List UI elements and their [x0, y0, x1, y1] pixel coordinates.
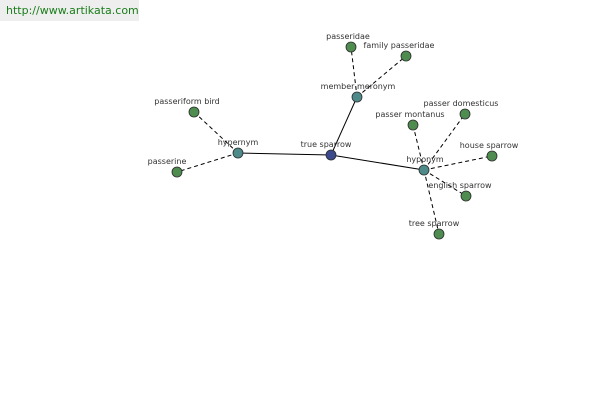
node-label-house-sparrow: house sparrow: [460, 141, 519, 150]
node-label-english-sparrow: english sparrow: [428, 181, 492, 190]
edge-true-sparrow-to-member-meronym: [330, 96, 358, 156]
edge-true-sparrow-to-hypernym: [237, 152, 332, 156]
node-passeriform-bird[interactable]: passeriform bird: [154, 97, 220, 118]
source-link[interactable]: http://www.artikata.com: [0, 0, 139, 21]
edge-hyponym-to-tree-sparrow: [423, 169, 440, 235]
node-label-passer-domesticus: passer domesticus: [424, 99, 499, 108]
node-tree-sparrow[interactable]: tree sparrow: [409, 219, 460, 240]
node-passer-montanus[interactable]: passer montanus: [375, 110, 445, 131]
node-hyponym[interactable]: hyponym: [406, 155, 444, 176]
node-circle-passer-domesticus[interactable]: [459, 108, 471, 120]
node-circle-family-passeridae[interactable]: [400, 50, 412, 62]
node-label-hyponym: hyponym: [406, 155, 444, 164]
node-label-passeridae: passeridae: [326, 32, 370, 41]
node-passerine[interactable]: passerine: [148, 157, 187, 178]
nodes-layer: true sparrow hypernym member meronym hypony…: [148, 32, 519, 240]
node-member-meronym[interactable]: member meronym: [321, 82, 396, 103]
node-label-passer-montanus: passer montanus: [375, 110, 444, 119]
node-circle-passer-montanus[interactable]: [407, 119, 419, 131]
node-label-true-sparrow: true sparrow: [301, 140, 352, 149]
edge-true-sparrow-to-hyponym: [330, 154, 425, 171]
node-circle-tree-sparrow[interactable]: [433, 228, 445, 240]
node-circle-true-sparrow[interactable]: [325, 149, 337, 161]
node-circle-passeriform-bird[interactable]: [188, 106, 200, 118]
node-circle-member-meronym[interactable]: [351, 91, 363, 103]
edge-member-meronym-to-passeridae: [350, 46, 358, 98]
node-true-sparrow[interactable]: true sparrow: [301, 140, 352, 161]
edge-hypernym-to-passerine: [176, 152, 239, 173]
node-label-tree-sparrow: tree sparrow: [409, 219, 460, 228]
node-circle-hyponym[interactable]: [418, 164, 430, 176]
node-label-member-meronym: member meronym: [321, 82, 396, 91]
node-circle-passeridae[interactable]: [345, 41, 357, 53]
edge-member-meronym-to-family-passeridae: [356, 55, 407, 98]
node-circle-house-sparrow[interactable]: [486, 150, 498, 162]
node-family-passeridae[interactable]: family passeridae: [364, 41, 435, 62]
node-label-family-passeridae: family passeridae: [364, 41, 435, 50]
node-passeridae[interactable]: passeridae: [326, 32, 370, 53]
node-english-sparrow[interactable]: english sparrow: [428, 181, 492, 202]
node-circle-hypernym[interactable]: [232, 147, 244, 159]
edge-hyponym-to-passer-domesticus: [423, 113, 466, 171]
node-label-passeriform-bird: passeriform bird: [154, 97, 219, 106]
node-circle-english-sparrow[interactable]: [460, 190, 472, 202]
edge-hypernym-to-passeriform-bird: [193, 111, 239, 154]
node-circle-passerine[interactable]: [171, 166, 183, 178]
node-house-sparrow[interactable]: house sparrow: [460, 141, 519, 162]
node-hypernym[interactable]: hypernym: [218, 138, 259, 159]
node-label-hypernym: hypernym: [218, 138, 259, 147]
edge-hyponym-to-house-sparrow: [423, 155, 493, 171]
edge-hyponym-to-passer-montanus: [412, 124, 425, 171]
edge-hyponym-to-english-sparrow: [423, 169, 467, 197]
node-passer-domesticus[interactable]: passer domesticus: [424, 99, 499, 120]
node-label-passerine: passerine: [148, 157, 187, 166]
edges-layer: [176, 46, 493, 235]
